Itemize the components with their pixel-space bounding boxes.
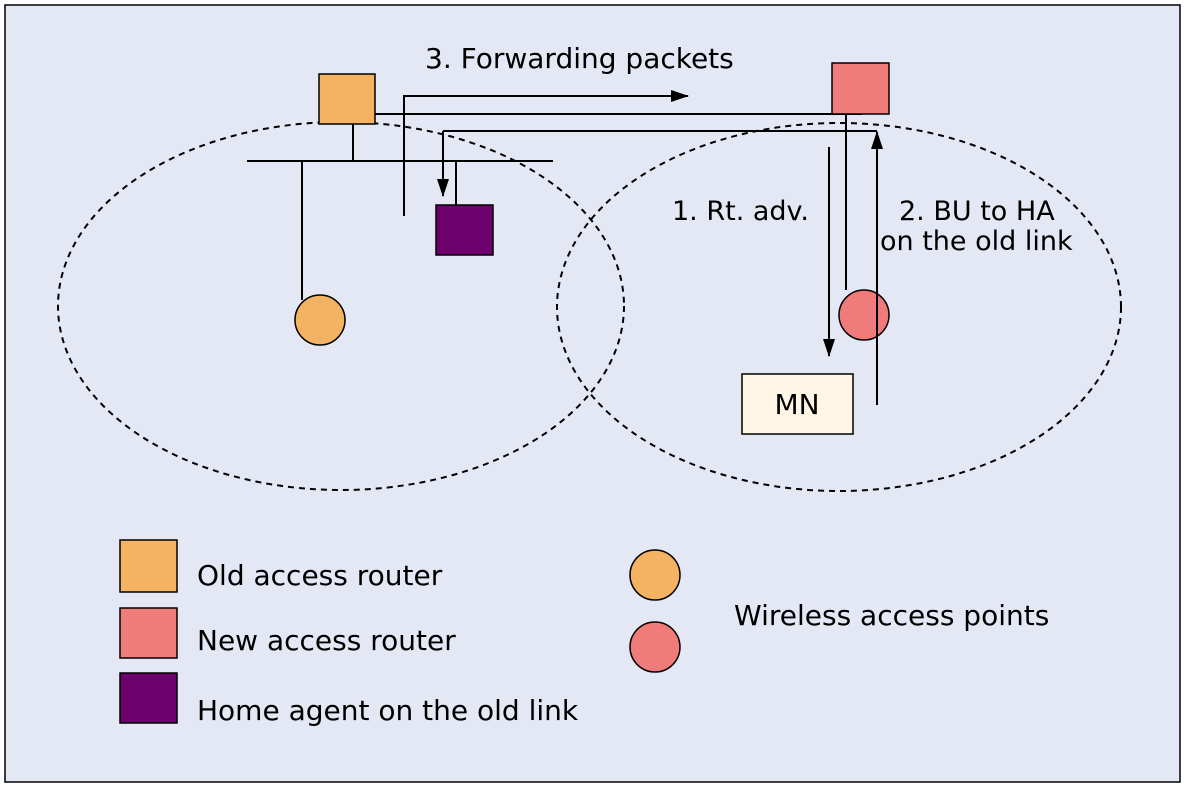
new-access-router	[831, 62, 890, 115]
legend-new-router-swatch	[119, 607, 178, 659]
legend-home-agent-swatch	[119, 672, 178, 724]
legend-new-ap-circle	[629, 621, 681, 673]
mobile-node-box	[741, 373, 854, 435]
router-advertisement-label: 1. Rt. adv.	[672, 196, 809, 227]
old-wireless-access-point	[294, 294, 346, 346]
new-wireless-access-point	[838, 289, 890, 341]
legend-wireless-ap-label: Wireless access points	[734, 599, 1049, 632]
new-link-coverage-ellipse	[556, 122, 1122, 492]
legend-old-router-swatch	[119, 539, 178, 593]
forwarding-packets-arrow	[403, 90, 689, 216]
legend-old-router-label: Old access router	[197, 559, 443, 592]
forwarding-packets-label: 3. Forwarding packets	[425, 42, 734, 75]
legend: Old access router New access router Home…	[119, 539, 1049, 727]
legend-new-router-label: New access router	[197, 624, 456, 657]
legend-home-agent-label: Home agent on the old link	[197, 694, 579, 727]
old-access-router	[318, 73, 376, 125]
old-link-bus	[247, 124, 553, 300]
legend-old-ap-circle	[629, 549, 681, 601]
binding-update-label-line2: on the old link	[880, 226, 1073, 257]
binding-update-label-line1: 2. BU to HA	[899, 196, 1055, 227]
diagram-background	[4, 4, 1181, 783]
new-router-to-home-agent-line	[375, 113, 877, 197]
home-agent	[435, 204, 494, 256]
mobile-node-label: MN	[774, 388, 819, 421]
